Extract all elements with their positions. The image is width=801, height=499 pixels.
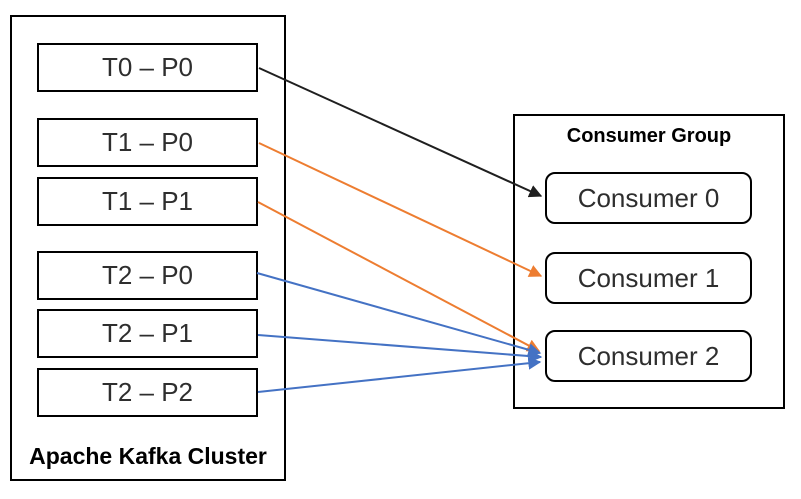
consumer-box-0: Consumer 0	[545, 172, 752, 224]
consumer-label: Consumer 2	[577, 340, 720, 371]
partition-label: T0 – P0	[101, 52, 194, 82]
arrow-t1p1-to-consumer2	[257, 201, 541, 352]
consumer-label: Consumer 1	[577, 262, 720, 293]
arrow-t2p1-to-consumer2	[257, 334, 543, 363]
partition-label: T1 – P1	[101, 186, 194, 216]
partition-label: T1 – P0	[101, 127, 194, 157]
kafka-cluster-label: Apache Kafka Cluster	[29, 443, 267, 469]
partition-label: T2 – P2	[101, 377, 194, 407]
partition-box-t2-p1: T2 – P1	[37, 309, 258, 358]
partition-box-t1-p0: T1 – P0	[37, 118, 258, 167]
partition-box-t2-p0: T2 – P0	[37, 251, 258, 300]
partition-label: T2 – P1	[101, 318, 194, 348]
partition-box-t1-p1: T1 – P1	[37, 177, 258, 226]
arrow-t0p0-to-consumer0	[258, 67, 543, 198]
partition-box-t2-p2: T2 – P2	[37, 368, 258, 417]
consumer-label: Consumer 0	[577, 182, 720, 213]
consumer-box-1: Consumer 1	[545, 252, 752, 304]
arrow-t2p0-to-consumer2	[256, 272, 542, 357]
partition-label: T2 – P0	[101, 260, 194, 290]
arrow-t1p0-to-consumer1	[258, 142, 543, 277]
consumer-box-2: Consumer 2	[545, 330, 752, 382]
partition-box-t0-p0: T0 – P0	[37, 43, 258, 92]
arrow-t2p2-to-consumer2	[257, 356, 542, 393]
consumer-group-title: Consumer Group	[566, 125, 732, 147]
